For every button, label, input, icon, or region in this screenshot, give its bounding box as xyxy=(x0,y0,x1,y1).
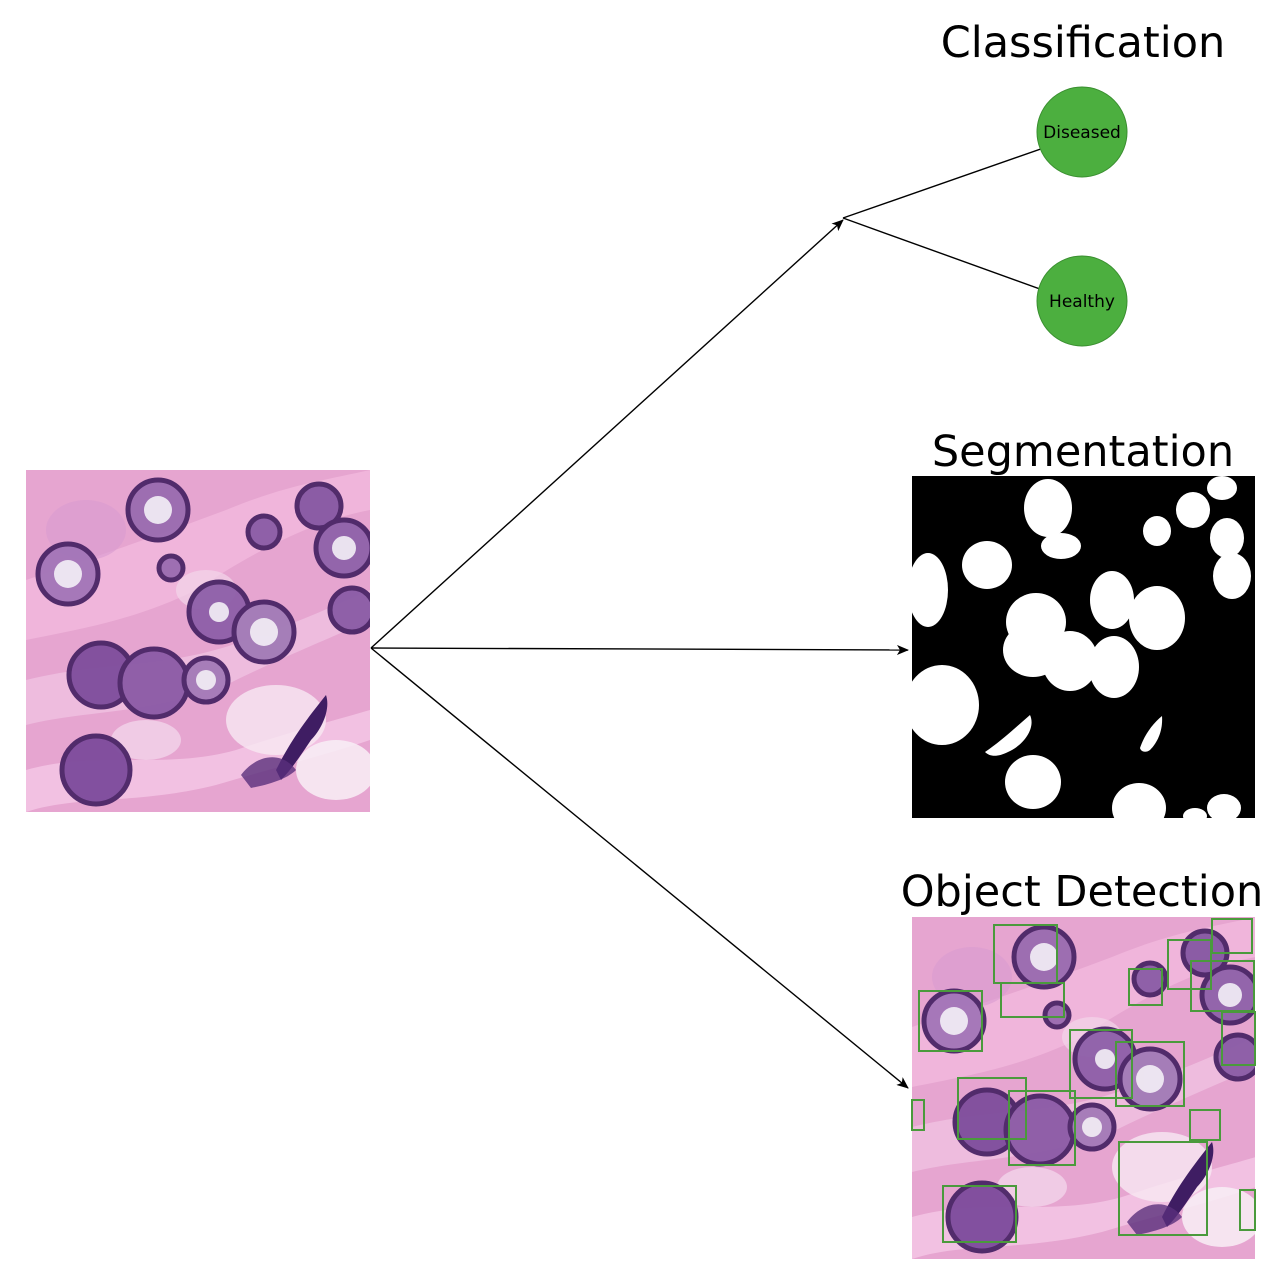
detection-box xyxy=(942,1185,1017,1243)
detection-box xyxy=(1167,939,1212,990)
segmentation-mask xyxy=(912,476,1255,818)
input-histology-image xyxy=(26,470,376,812)
branch-to-healthy xyxy=(842,217,1077,303)
classification-branches xyxy=(842,135,1079,303)
class-node-healthy: Healthy xyxy=(1036,255,1128,347)
object-detection-image xyxy=(912,917,1262,1259)
detection-box xyxy=(1211,918,1253,954)
class-node-label: Diseased xyxy=(1043,123,1121,143)
arrows xyxy=(370,219,909,1089)
detection-box xyxy=(918,990,983,1052)
branch-to-diseased xyxy=(842,135,1079,219)
detection-box xyxy=(1115,1041,1185,1107)
detection-box xyxy=(1118,1141,1208,1236)
segmentation-title: Segmentation xyxy=(932,427,1234,477)
object-detection-title: Object Detection xyxy=(901,867,1264,917)
detection-box xyxy=(1239,1189,1256,1231)
detection-box xyxy=(957,1077,1027,1140)
detection-box xyxy=(1008,1090,1076,1166)
detection-box xyxy=(1189,1109,1221,1141)
detection-box xyxy=(1069,1029,1133,1099)
arrow-to-segmentation xyxy=(370,644,909,655)
detection-boxes xyxy=(911,918,1256,1243)
class-node-circle xyxy=(1036,86,1128,178)
class-node-diseased: Diseased xyxy=(1036,86,1128,178)
class-node-label: Healthy xyxy=(1049,292,1115,312)
detection-box xyxy=(1221,1011,1256,1066)
arrow-to-classification xyxy=(370,219,844,649)
class-node-circle xyxy=(1036,255,1128,347)
detection-box xyxy=(1000,982,1065,1018)
detection-box xyxy=(1128,968,1163,1006)
arrow-to-object-detection xyxy=(370,647,909,1089)
classification-title: Classification xyxy=(941,18,1226,68)
detection-box xyxy=(911,1099,925,1131)
